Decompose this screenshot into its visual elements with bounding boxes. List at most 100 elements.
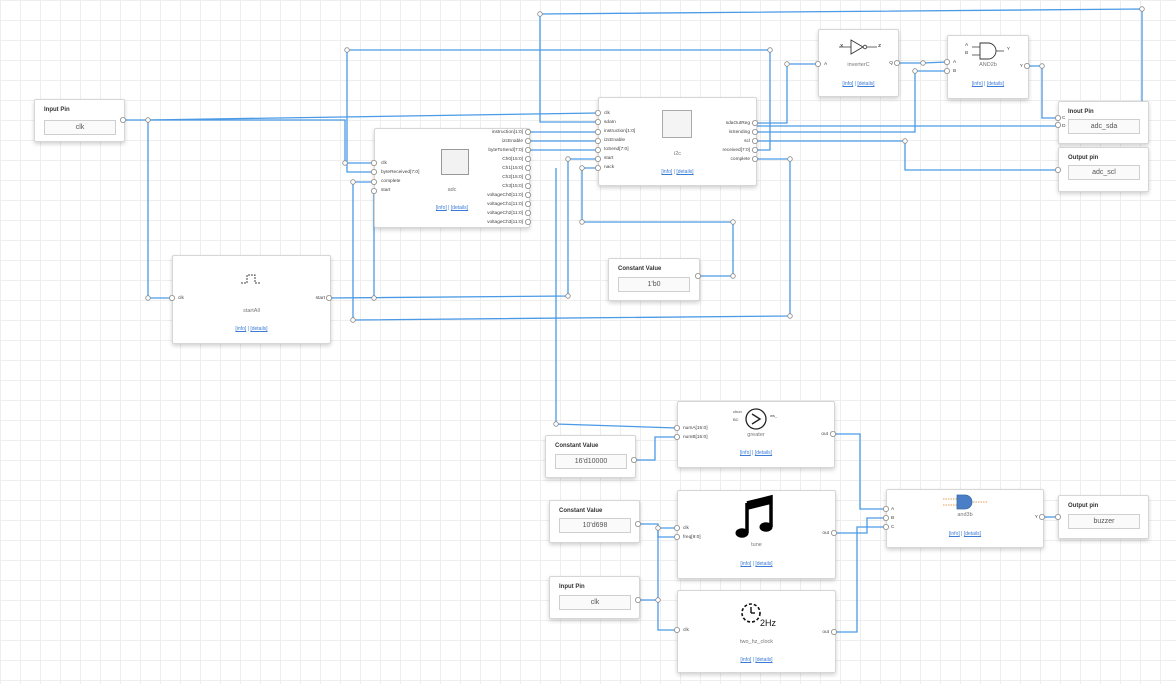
port-label: B	[891, 516, 895, 521]
module-inverter[interactable]: X Z inverterC [info] | [details] A Q	[818, 29, 899, 97]
port-label: B	[953, 69, 957, 74]
module-and3b[interactable]: and3b [info] | [details] A B C Y	[886, 489, 1044, 548]
info-link[interactable]: [info]	[661, 169, 673, 175]
module-links: [info] | [details]	[948, 81, 1028, 87]
input-pin-clk-2[interactable]: Input Pin clk	[549, 576, 640, 619]
details-link[interactable]: [details]	[963, 531, 982, 537]
module-links: [info] | [details]	[819, 81, 898, 87]
details-link[interactable]: [details]	[857, 81, 875, 87]
constant-value-field[interactable]: 1'b0	[618, 277, 690, 292]
link-separator: |	[247, 326, 249, 332]
link-separator: |	[752, 561, 754, 567]
details-link[interactable]: [details]	[755, 657, 773, 663]
wire	[897, 61, 948, 64]
node-title: Inout Pin	[1068, 109, 1094, 115]
port-label: A	[891, 507, 895, 512]
constant-value-field[interactable]: 10'd698	[559, 518, 631, 533]
info-link[interactable]: [info]	[842, 81, 854, 87]
link-separator: |	[961, 531, 963, 537]
module-two-hz-clock[interactable]: 2Hz two_hz_clock [info] | [details] clk …	[677, 590, 836, 673]
module-name: greater	[747, 432, 765, 438]
module-name: and3b	[957, 512, 973, 518]
module-links: [info] | [details]	[887, 531, 1043, 537]
port-label: clk	[683, 628, 689, 633]
wire	[539, 14, 598, 123]
pin-name-field[interactable]: clk	[44, 120, 116, 135]
constant-value-field[interactable]: 16'd10000	[555, 454, 627, 469]
constant-1b0[interactable]: Constant Value 1'b0	[608, 258, 700, 301]
link-separator: |	[752, 450, 754, 456]
port-label: numA[15:0]	[683, 426, 708, 431]
port-label: Y	[1034, 515, 1038, 520]
info-link[interactable]: [info]	[739, 450, 751, 456]
wire	[755, 63, 818, 124]
inverter-icon	[839, 39, 877, 55]
module-greater[interactable]: chun BC ws_ greater [info] | [details] n…	[677, 401, 835, 468]
output-pin-buzzer[interactable]: Output pin buzzer	[1058, 495, 1149, 539]
port-label: clk	[178, 296, 184, 301]
wire	[1027, 65, 1058, 119]
port-label: nack	[604, 165, 615, 170]
module-links: [info] | [details]	[599, 169, 756, 175]
port-label: start	[315, 296, 325, 301]
port-label: out	[822, 630, 829, 635]
module-startall[interactable]: startAll [info] | [details] clk start	[172, 255, 331, 344]
constant-16d10000[interactable]: Constant Value 16'd10000	[545, 435, 636, 478]
wire	[638, 523, 677, 538]
info-link[interactable]: [info]	[740, 561, 752, 567]
link-separator: |	[448, 205, 450, 211]
link-separator: |	[752, 657, 754, 663]
wire	[833, 433, 886, 510]
info-link[interactable]: [info]	[435, 205, 447, 211]
module-i2c[interactable]: i2c [info] | [details] clk sdaIn instruc…	[598, 97, 757, 186]
pin-name-field[interactable]: adc_scl	[1068, 165, 1140, 180]
node-title: Constant Value	[555, 443, 599, 449]
port-label: A	[824, 62, 828, 67]
port-label: A	[953, 60, 957, 65]
details-link[interactable]: [details]	[450, 205, 469, 211]
module-tune[interactable]: tune [info] | [details] clk freq[9:0] ou…	[677, 490, 836, 579]
module-adc[interactable]: adc [info] | [details] clk byteReceived[…	[374, 128, 530, 228]
node-title: Constant Value	[559, 508, 603, 514]
port-label: start	[381, 188, 391, 193]
and-gate-icon	[972, 42, 1004, 60]
node-title: Output pin	[1068, 503, 1099, 509]
icon-label: BC	[733, 417, 739, 422]
port-label: complete	[381, 179, 401, 184]
port-label: out	[822, 531, 829, 536]
module-and2b[interactable]: A B Y AND2b [info] | [details] A B Y	[947, 35, 1029, 99]
details-link[interactable]: [details]	[754, 450, 773, 456]
inout-pin-adc-sda[interactable]: Inout Pin adc_sda C D	[1058, 101, 1149, 144]
input-pin-clk[interactable]: Input Pin clk	[34, 99, 125, 142]
port-label: received[7:0]	[722, 148, 750, 153]
info-link[interactable]: [info]	[971, 81, 983, 87]
port-label: start	[604, 156, 614, 161]
port-label: Ch3[15:0]	[502, 184, 523, 189]
wire	[834, 526, 886, 633]
port-label: isSending	[728, 130, 750, 135]
port-label: instruction[1:0]	[604, 129, 636, 134]
icon-label: ws_	[770, 413, 778, 418]
info-link[interactable]: [info]	[740, 657, 752, 663]
pin-name-field[interactable]: adc_sda	[1068, 119, 1140, 134]
pin-name-field[interactable]: clk	[559, 595, 631, 610]
clock-icon	[741, 603, 761, 623]
wire	[147, 112, 599, 121]
details-link[interactable]: [details]	[676, 169, 694, 175]
wire	[148, 119, 374, 164]
details-link[interactable]: [details]	[755, 561, 773, 567]
icon-label: X	[840, 44, 844, 49]
port-label: byteToSend[7:0]	[488, 148, 523, 153]
port-label: voltageCh2[11:0]	[487, 211, 523, 216]
port-label: i2cEnable	[604, 138, 626, 143]
details-link[interactable]: [details]	[986, 81, 1005, 87]
constant-10d698[interactable]: Constant Value 10'd698	[549, 500, 640, 543]
port-label: i2cEnable	[501, 139, 523, 144]
port-label: Ch0[15:0]	[502, 157, 523, 162]
info-link[interactable]: [info]	[948, 531, 960, 537]
details-link[interactable]: [details]	[250, 326, 268, 332]
info-link[interactable]: [info]	[235, 326, 247, 332]
pin-name-field[interactable]: buzzer	[1068, 514, 1140, 529]
output-pin-adc-scl[interactable]: Output pin adc_scl	[1058, 147, 1149, 192]
port-label: complete	[730, 157, 750, 162]
